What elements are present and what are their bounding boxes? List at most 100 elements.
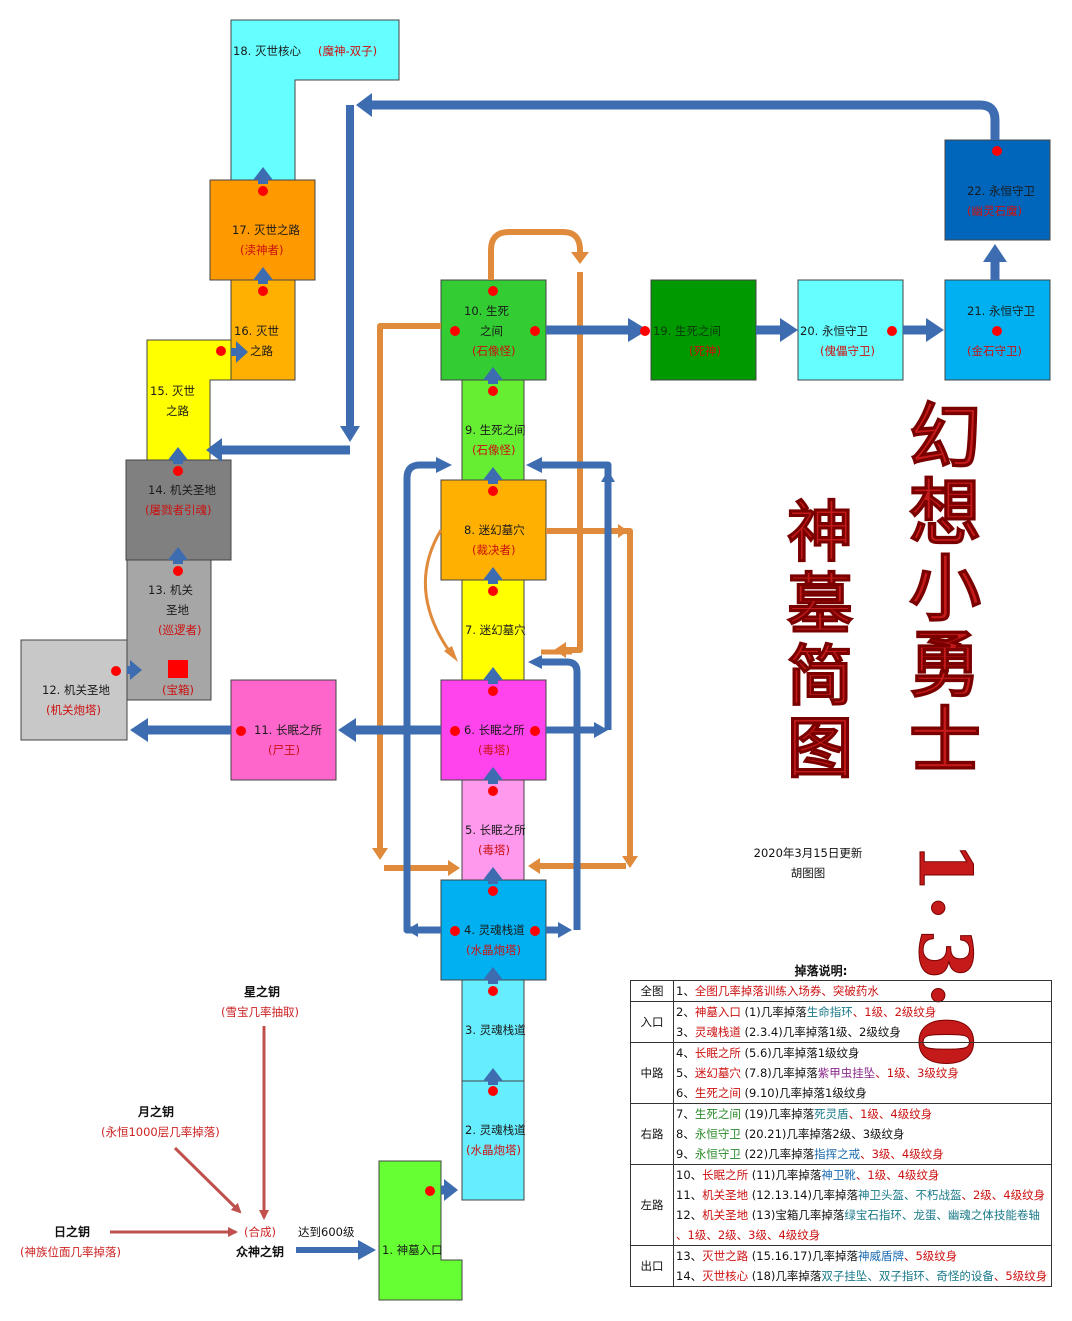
room-7 bbox=[461, 579, 525, 681]
all-gods-key: 众神之钥 bbox=[236, 1244, 284, 1259]
update-author: 胡图图 bbox=[790, 866, 826, 880]
room-17 bbox=[209, 179, 316, 281]
room-12 bbox=[20, 639, 128, 741]
orange-arrow-r8-curve bbox=[423, 529, 454, 656]
room-14-monster: (屠戮者引魂) bbox=[145, 503, 211, 517]
treasure-chest-icon bbox=[168, 660, 188, 678]
legend-line: 14、灭世核心 (18)几率掉落双子挂坠、双子指环、奇怪的设备、5级纹身 bbox=[676, 1269, 1048, 1283]
legend-line: 8、永恒守卫 (20.21)几率掉落2级、3级纹身 bbox=[676, 1127, 905, 1141]
room-4-label: 4. 灵魂栈道 bbox=[464, 923, 525, 937]
room-16 bbox=[230, 279, 296, 381]
room-15-label-2: 之路 bbox=[166, 404, 189, 418]
room-13-chest: (宝箱) bbox=[162, 683, 194, 697]
room-16-label-2: 之路 bbox=[250, 344, 273, 358]
room-10-monster: (石像怪) bbox=[472, 344, 515, 358]
room-13-label-2: 圣地 bbox=[166, 603, 189, 617]
room-13-label: 13. 机关 bbox=[148, 583, 193, 597]
legend-line: 2、神墓入口 (1)几率掉落生命指环、1级、2级纹身 bbox=[676, 1005, 937, 1019]
legend-entries: 2、神墓入口 (1)几率掉落生命指环、1级、2级纹身 3、灵魂栈道 (2.3.4)… bbox=[673, 1001, 1052, 1043]
legend-line: 3、灵魂栈道 (2.3.4)几率掉落1级、2级纹身 bbox=[676, 1025, 901, 1039]
room-4-monster: (水晶炮塔) bbox=[466, 943, 521, 957]
legend-line: 5、迷幻墓穴 (7.8)几率掉落紫甲虫挂坠、1级、3级纹身 bbox=[676, 1066, 959, 1080]
room-9-label: 9. 生死之间 bbox=[465, 423, 526, 437]
legend-entries: 7、生死之间 (19)几率掉落死灵盾、1级、4级纹身 8、永恒守卫 (20.21)… bbox=[673, 1103, 1052, 1165]
room-11-label: 11. 长眠之所 bbox=[254, 723, 322, 737]
room-12-monster: (机关炮塔) bbox=[46, 703, 101, 717]
room-5-label: 5. 长眠之所 bbox=[465, 823, 526, 837]
room-8 bbox=[440, 479, 547, 581]
level-requirement: 达到600级 bbox=[298, 1225, 355, 1239]
room-20-label: 20. 永恒守卫 bbox=[800, 324, 868, 338]
room-5 bbox=[461, 779, 525, 881]
room-21-monster: (金石守卫) bbox=[967, 344, 1022, 358]
room-21-label: 21. 永恒守卫 bbox=[967, 304, 1035, 318]
legend-entries: 13、灭世之路 (15.16.17)几率掉落神威盾牌、5级纹身 14、灭世核心 (… bbox=[673, 1245, 1052, 1287]
legend-category: 右路 bbox=[630, 1103, 674, 1165]
moon-key-name: 月之钥 bbox=[137, 1104, 174, 1119]
room-18-label: 18. 灭世核心 bbox=[233, 44, 301, 58]
legend-entries: 1、全图几率掉落训练入场券、突破药水 bbox=[673, 980, 1052, 1002]
room-14-label: 14. 机关圣地 bbox=[148, 483, 216, 497]
room-16-label: 16. 灭世 bbox=[234, 324, 279, 338]
sun-key-source: (神族位面几率掉落) bbox=[20, 1245, 121, 1259]
room-3 bbox=[461, 979, 525, 1082]
room-18-monster: (魔神-双子) bbox=[318, 44, 377, 58]
room-8-monster: (裁决者) bbox=[472, 543, 515, 557]
legend-line: 12、机关圣地 (13)宝箱几率掉落绿宝石指环、龙蛋、幽魂之体技能卷轴 bbox=[676, 1208, 1040, 1222]
room-14 bbox=[125, 459, 232, 561]
legend-category: 出口 bbox=[630, 1245, 674, 1287]
room-6-label: 6. 长眠之所 bbox=[464, 723, 525, 737]
room-2-label: 2. 灵魂栈道 bbox=[465, 1123, 526, 1137]
legend-line: 6、生死之间 (9.10)几率掉落1级纹身 bbox=[676, 1086, 867, 1100]
room-6-monster: (毒塔) bbox=[478, 743, 510, 757]
room-9-monster: (石像怪) bbox=[472, 443, 515, 457]
room-11-monster: (尸王) bbox=[268, 743, 300, 757]
room-17-monster: (渎神者) bbox=[240, 243, 283, 257]
legend-line: 10、长眠之所 (11)几率掉落神卫靴、1级、4级纹身 bbox=[676, 1168, 940, 1182]
room-1-label: 1. 神墓入口 bbox=[382, 1243, 443, 1257]
moon-key-source: (永恒1000层几率掉落) bbox=[101, 1125, 220, 1139]
svg-text:神墓简图: 神墓简图 bbox=[787, 493, 854, 787]
room-19-label: 19. 生死之间 bbox=[653, 324, 721, 338]
room-17-label: 17. 灭世之路 bbox=[232, 223, 300, 237]
legend-line: 1、全图几率掉落训练入场券、突破药水 bbox=[676, 984, 879, 998]
legend-category: 全图 bbox=[630, 980, 674, 1002]
room-13-monster: (巡逻者) bbox=[158, 623, 201, 637]
room-22-label: 22. 永恒守卫 bbox=[967, 184, 1035, 198]
room-19 bbox=[650, 279, 757, 381]
room-18 bbox=[230, 19, 400, 181]
legend-category: 中路 bbox=[630, 1042, 674, 1104]
room-15-label: 15. 灭世 bbox=[150, 384, 195, 398]
star-key-name: 星之钥 bbox=[244, 984, 280, 999]
room-20 bbox=[797, 279, 904, 381]
legend-line: 7、生死之间 (19)几率掉落死灵盾、1级、4级纹身 bbox=[676, 1107, 933, 1121]
room-2 bbox=[461, 1080, 525, 1201]
combine-label: (合成) bbox=[244, 1225, 276, 1239]
legend-category: 入口 bbox=[630, 1001, 674, 1043]
sub-title: 神墓简图 bbox=[787, 493, 855, 788]
room-1 bbox=[378, 1160, 463, 1301]
update-info: 2020年3月15日更新 胡图图 bbox=[748, 843, 868, 883]
room-22-monster: (幽灵石魔) bbox=[967, 204, 1022, 218]
blue-arrow-r22-to-r15 bbox=[368, 100, 1000, 140]
room-2-monster: (水晶炮塔) bbox=[466, 1143, 521, 1157]
legend-line: 13、灭世之路 (15.16.17)几率掉落神威盾牌、5级纹身 bbox=[676, 1249, 958, 1263]
room-7-label: 7. 迷幻墓穴 bbox=[465, 623, 526, 637]
legend-line: 、1级、2级、3级、4级纹身 bbox=[676, 1228, 821, 1242]
orange-arrow-r8-right bbox=[546, 528, 633, 858]
update-date: 2020年3月15日更新 bbox=[753, 846, 863, 860]
orange-arrow-r10-left bbox=[377, 323, 441, 850]
room-20-monster: (傀儡守卫) bbox=[820, 344, 875, 358]
room-22 bbox=[944, 139, 1051, 241]
